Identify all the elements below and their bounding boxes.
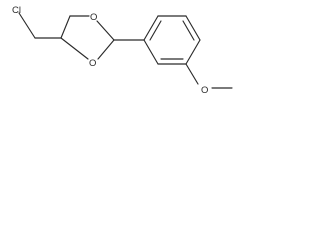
bond-ar1-ar2: [143, 15, 159, 41]
bond-aromatic-inner-2: [182, 20, 195, 41]
structure-canvas: Cl O O O: [0, 0, 242, 114]
bond-cl-ch2: [18, 12, 36, 39]
bonds: [18, 12, 233, 89]
bond-c4-c5: [60, 15, 71, 39]
bond-o1-c2: [96, 20, 115, 41]
bond-c2-o3: [97, 39, 115, 60]
bond-o3-c4: [60, 37, 89, 60]
structure-diagram: Cl O O O: [12, 5, 233, 96]
ring-oxygen-bottom-label: O: [89, 58, 96, 69]
bond-ar6-ar1: [143, 39, 159, 65]
bond-ar5-ome: [185, 63, 199, 85]
ring-oxygen-top-label: O: [90, 12, 97, 23]
bond-ar3-ar4: [185, 15, 201, 41]
chlorine-label: Cl: [12, 5, 21, 16]
bond-ar4-ar5: [185, 39, 201, 65]
atom-labels: Cl O O O: [12, 5, 208, 96]
methoxy-oxygen-label: O: [201, 85, 208, 96]
bond-aromatic-inner-1: [149, 20, 162, 41]
